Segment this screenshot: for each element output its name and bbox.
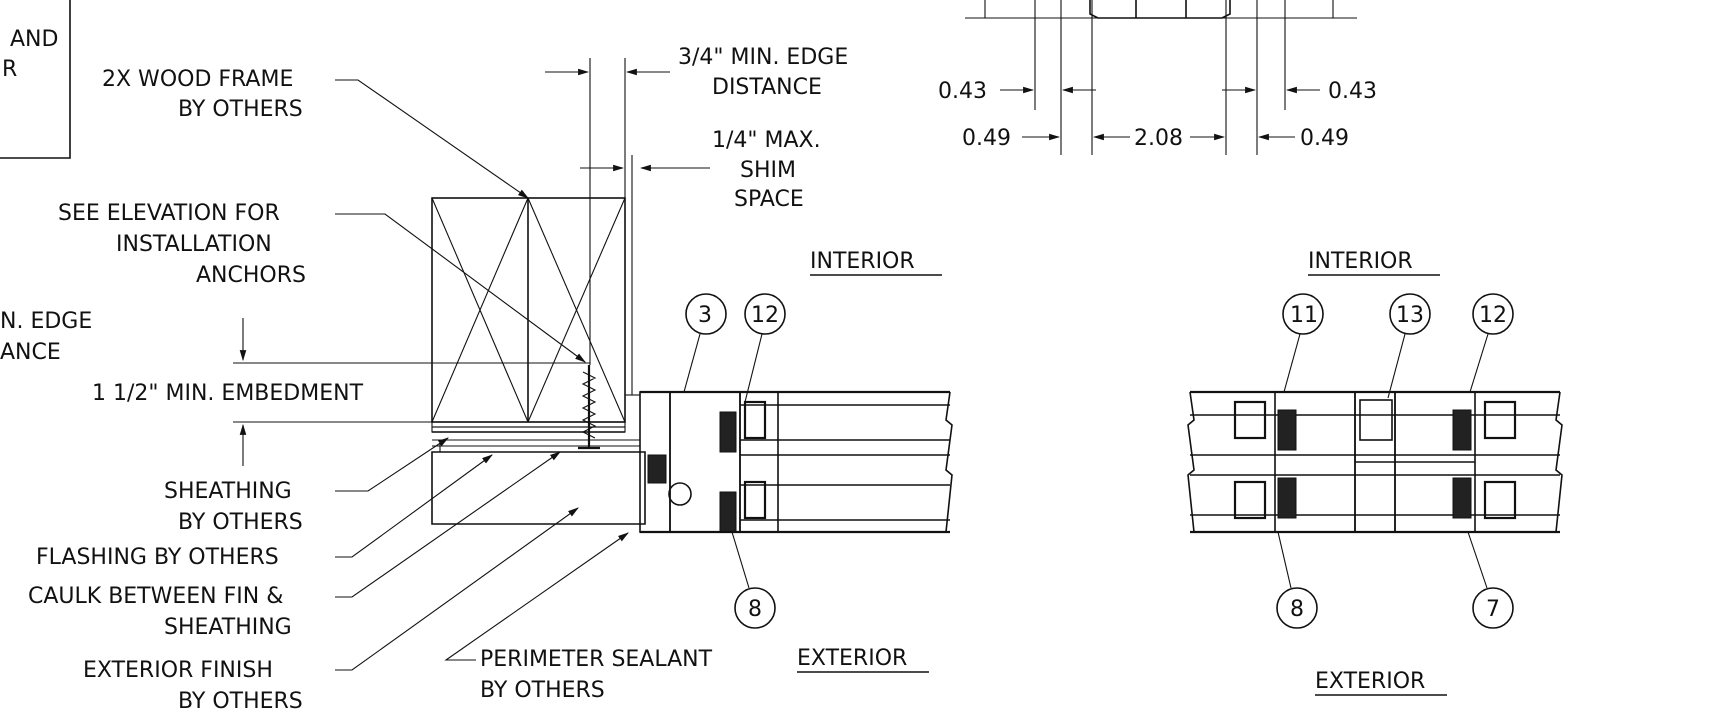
note-partial-edge-1: N. EDGE: [0, 309, 92, 334]
svg-text:12: 12: [1479, 303, 1507, 328]
note-see-elevation-3: ANCHORS: [196, 263, 306, 288]
svg-text:8: 8: [1290, 597, 1304, 622]
dim-left-outer: 0.49: [962, 126, 1011, 151]
dim-left-inner: 0.43: [938, 79, 987, 104]
mullion-section: [1187, 390, 1563, 534]
callout-bubble: 11: [1282, 293, 1324, 393]
callout-bubble: 13: [1387, 293, 1431, 399]
note-wood-frame-2: BY OTHERS: [178, 97, 303, 122]
svg-text:11: 11: [1290, 303, 1318, 328]
callout-bubble: 7: [1467, 531, 1514, 629]
note-corner-top: AND: [10, 27, 58, 52]
note-shim-space-1: 1/4" MAX.: [712, 128, 821, 153]
dim-shim-space: [580, 155, 710, 195]
note-shim-space-3: SPACE: [734, 187, 804, 212]
dim-right-inner: 0.43: [1328, 79, 1377, 104]
dim-center: 2.08: [1134, 126, 1183, 151]
window-frame-section-left: [639, 390, 953, 534]
callout-bubble: 3: [683, 293, 727, 393]
title-box-fragment: AND R: [0, 0, 71, 159]
svg-text:8: 8: [748, 597, 762, 622]
screw-anchor: [578, 365, 600, 450]
note-shim-space-2: SHIM: [740, 158, 796, 183]
callout-bubble: 8: [731, 531, 776, 629]
left-interior-label: INTERIOR: [810, 249, 915, 274]
top-profile-fragment: [965, 0, 1357, 155]
svg-text:3: 3: [698, 303, 712, 328]
right-exterior-label: EXTERIOR: [1315, 669, 1425, 694]
note-perimeter-sealant-1: PERIMETER SEALANT: [480, 647, 713, 672]
note-perimeter-sealant-2: BY OTHERS: [480, 678, 605, 703]
left-exterior-label: EXTERIOR: [797, 646, 907, 671]
svg-text:13: 13: [1396, 303, 1424, 328]
note-caulk-2: SHEATHING: [164, 615, 292, 640]
note-embedment: 1 1/2" MIN. EMBEDMENT: [92, 381, 364, 406]
note-caulk-1: CAULK BETWEEN FIN &: [28, 584, 283, 609]
note-edge-distance-2: DISTANCE: [712, 75, 822, 100]
note-partial-edge-2: ANCE: [0, 340, 61, 365]
right-interior-label: INTERIOR: [1308, 249, 1413, 274]
note-wood-frame-1: 2X WOOD FRAME: [102, 67, 293, 92]
note-edge-distance-1: 3/4" MIN. EDGE: [678, 45, 848, 70]
wood-frame-block: [431, 197, 626, 423]
note-exterior-finish-1: EXTERIOR FINISH: [83, 658, 273, 683]
callout-bubble: 12: [744, 293, 786, 403]
note-see-elevation-2: INSTALLATION: [116, 232, 272, 257]
svg-text:12: 12: [751, 303, 779, 328]
dim-right-outer: 0.49: [1300, 126, 1349, 151]
svg-text:7: 7: [1486, 597, 1500, 622]
note-exterior-finish-2: BY OTHERS: [178, 689, 303, 714]
note-sheathing-1: SHEATHING: [164, 479, 292, 504]
dim-embedment: [233, 318, 590, 466]
wall-layers: [431, 421, 646, 525]
note-corner-top-2: R: [2, 57, 17, 82]
note-flashing: FLASHING BY OTHERS: [36, 545, 279, 570]
callout-bubble: 8: [1276, 531, 1318, 629]
dim-edge-distance: [545, 58, 670, 365]
callout-bubble: 12: [1469, 293, 1514, 393]
note-see-elevation-1: SEE ELEVATION FOR: [58, 201, 280, 226]
note-sheathing-2: BY OTHERS: [178, 510, 303, 535]
